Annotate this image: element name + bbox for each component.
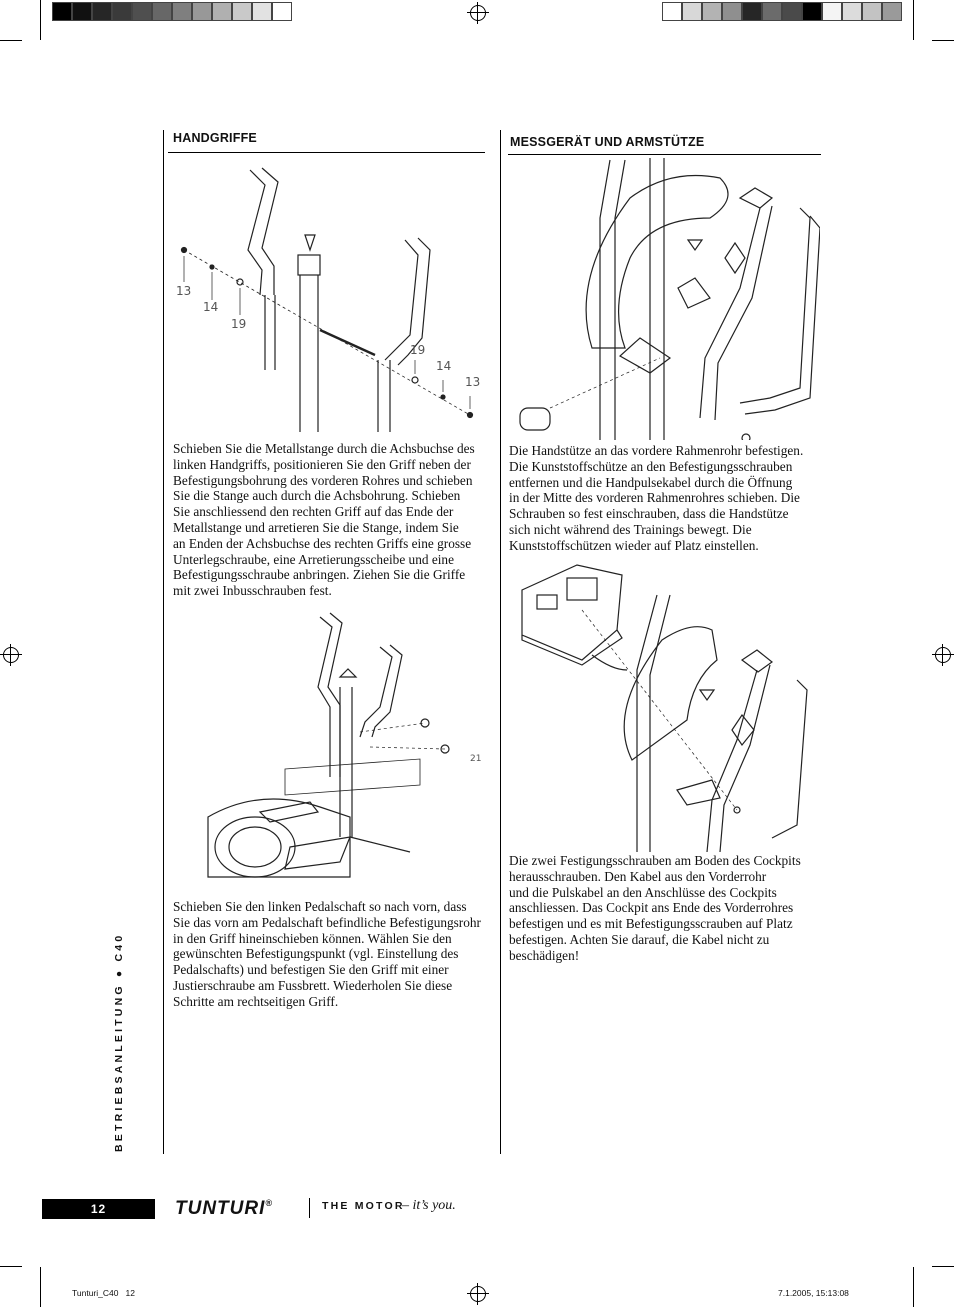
heading-rule-right <box>508 154 821 155</box>
color-swatch <box>742 2 762 21</box>
heading-rule-left <box>168 152 485 153</box>
color-swatch <box>192 2 212 21</box>
registration-mark-bottom <box>467 1283 489 1305</box>
figure-cockpit-assembly <box>512 560 812 853</box>
section-heading-handgriffe: HANDGRIFFE <box>173 131 257 145</box>
part-label: 13 <box>176 284 192 298</box>
color-swatch <box>172 2 192 21</box>
figure-armrest-assembly <box>510 158 821 443</box>
part-label: 19 <box>231 317 247 331</box>
color-swatch <box>232 2 252 21</box>
color-swatch <box>762 2 782 21</box>
color-swatch <box>722 2 742 21</box>
color-swatch <box>802 2 822 21</box>
tunturi-logo: TUNTURI® <box>175 1198 273 1220</box>
color-swatch <box>842 2 862 21</box>
part-label: 14 <box>203 300 219 314</box>
figure-pedal-arm-assembly <box>200 607 490 885</box>
color-swatch <box>702 2 722 21</box>
tagline-italic-text: it’s you. <box>412 1198 456 1213</box>
column-divider-left <box>163 130 164 1154</box>
color-swatch <box>212 2 232 21</box>
color-swatch <box>112 2 132 21</box>
color-swatch <box>882 2 902 21</box>
color-swatch <box>272 2 292 21</box>
color-swatch <box>72 2 92 21</box>
part-label: 19 <box>410 343 426 357</box>
column-divider-center <box>500 130 501 1154</box>
part-label: 13 <box>465 375 481 389</box>
registration-mark-right <box>932 644 954 666</box>
tagline-dash: – <box>402 1198 409 1213</box>
registered-mark: ® <box>265 1198 274 1208</box>
figure-handgrip-assembly <box>170 160 490 432</box>
tagline-text: THE MOTOR <box>322 1200 405 1212</box>
color-swatch <box>152 2 172 21</box>
paragraph-armrest: Die Handstütze an das vordere Rahmenrohr… <box>509 443 804 553</box>
footer-file-info: Tunturi_C40 12 <box>72 1288 135 1298</box>
part-label: 14 <box>436 359 452 373</box>
tagline: THE MOTOR <box>322 1200 405 1212</box>
section-heading-messgeraet: MESSGERÄT UND ARMSTÜTZE <box>510 135 705 149</box>
brand-name: TUNTURI <box>175 1198 266 1219</box>
color-swatch <box>132 2 152 21</box>
registration-mark-top <box>467 2 489 24</box>
footer-timestamp: 7.1.2005, 15:13:08 <box>778 1288 849 1298</box>
color-swatch <box>862 2 882 21</box>
color-swatch <box>662 2 682 21</box>
paragraph-handgrip-rod: Schieben Sie die Metallstange durch die … <box>173 441 475 599</box>
paragraph-pedal-arm: Schieben Sie den linken Pedalschaft so n… <box>173 899 481 1009</box>
brand-divider <box>309 1198 310 1218</box>
part-label: 21 <box>470 754 482 764</box>
color-swatch <box>682 2 702 21</box>
color-swatch <box>782 2 802 21</box>
color-swatch <box>252 2 272 21</box>
tagline-italic: – it’s you. <box>402 1198 456 1214</box>
color-swatch <box>92 2 112 21</box>
color-swatch <box>822 2 842 21</box>
color-swatch <box>52 2 72 21</box>
registration-mark-left <box>0 644 22 666</box>
page-number: 12 <box>42 1199 155 1219</box>
sidebar-manual-title: BETRIEBSANLEITUNG ● C40 <box>113 932 125 1152</box>
paragraph-cockpit: Die zwei Festigungsschrauben am Boden de… <box>509 853 801 963</box>
